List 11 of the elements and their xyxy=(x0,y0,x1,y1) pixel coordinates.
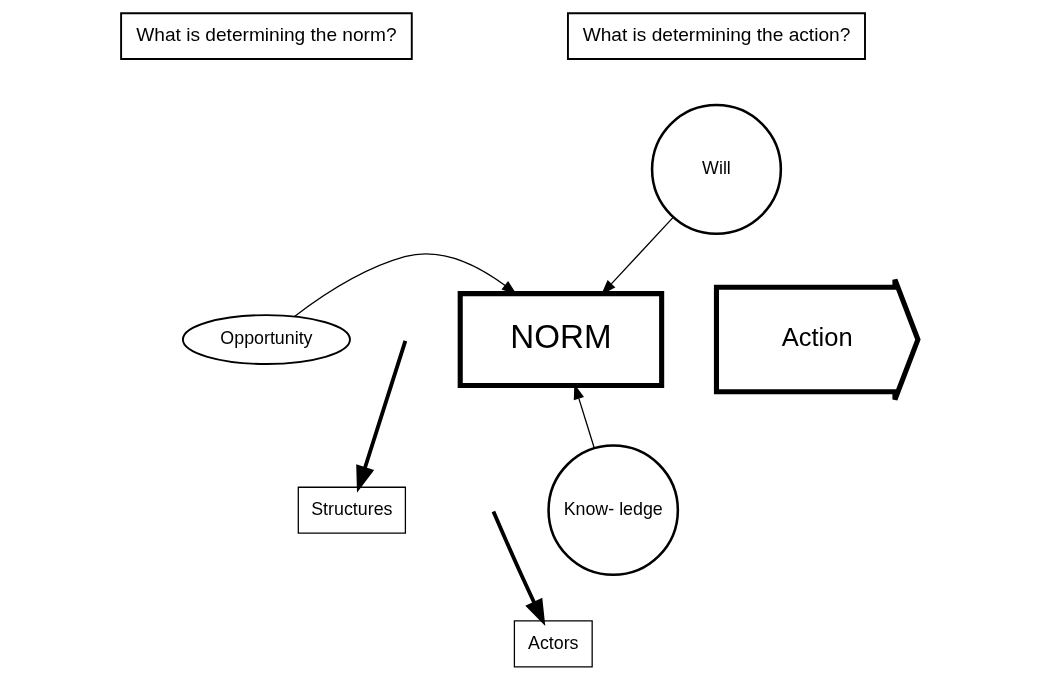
node-box: What is determining the action? xyxy=(566,12,866,61)
node-box: NORM xyxy=(457,291,664,388)
node-circle: Will xyxy=(650,103,782,235)
node-box: Actors xyxy=(513,620,593,668)
arrow xyxy=(355,340,407,493)
node-circle: Know- ledge xyxy=(546,444,679,577)
node-box: What is determining the norm? xyxy=(119,12,413,61)
arrow xyxy=(491,510,545,626)
node-box: Structures xyxy=(297,486,406,534)
arrow xyxy=(293,253,517,318)
node-ellipse: Opportunity xyxy=(181,314,351,365)
